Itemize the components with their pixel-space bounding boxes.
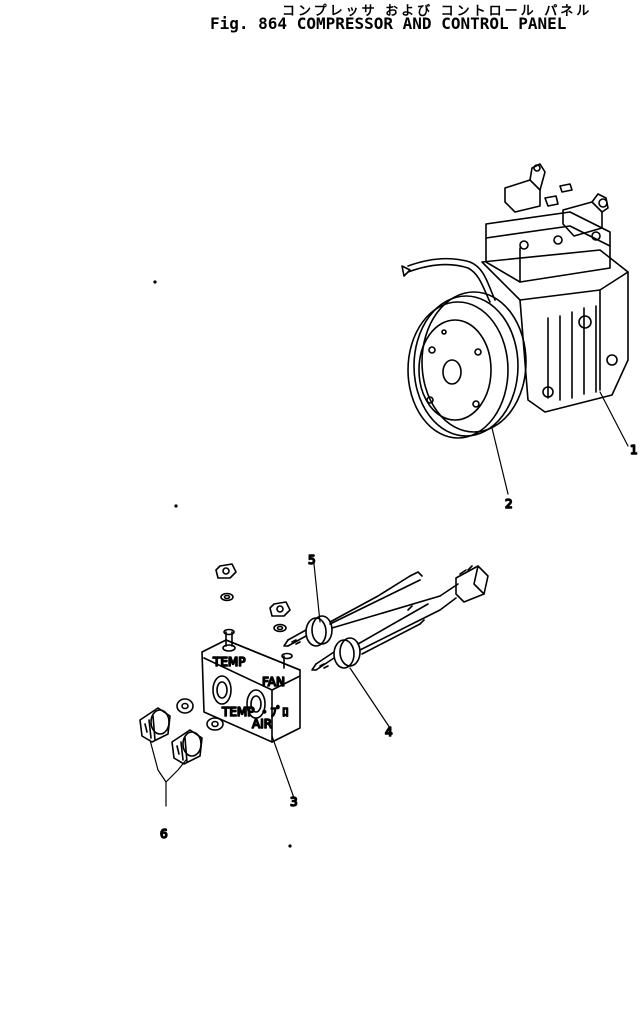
callout-5: 5 [308, 553, 316, 567]
title-english: Fig. 864 COMPRESSOR AND CONTROL PANEL [210, 14, 567, 33]
switch-lower [311, 637, 361, 671]
callout-6: 6 [160, 827, 168, 841]
panel-label-air: AIR [252, 717, 272, 731]
knobs [139, 707, 203, 765]
callout-2: 2 [505, 497, 513, 511]
panel-label-temp-bottom: TEMP ・ﾌﾟﾛ [221, 705, 288, 719]
callout-1: 1 [630, 443, 638, 457]
hardware-nuts [176, 563, 291, 731]
title-japanese: コンプレッサ および コントロール パネル [282, 4, 593, 19]
panel-label-fan: FAN [262, 675, 285, 689]
leader-lines [149, 391, 629, 807]
wiring-harness [329, 565, 489, 655]
callout-3: 3 [290, 795, 298, 809]
callout-4: 4 [385, 725, 393, 739]
compressor [401, 163, 629, 413]
pulley-clutch [407, 291, 527, 439]
switch-upper [283, 615, 333, 647]
control-panel [201, 628, 301, 743]
panel-label-temp: TEMP [212, 655, 246, 669]
